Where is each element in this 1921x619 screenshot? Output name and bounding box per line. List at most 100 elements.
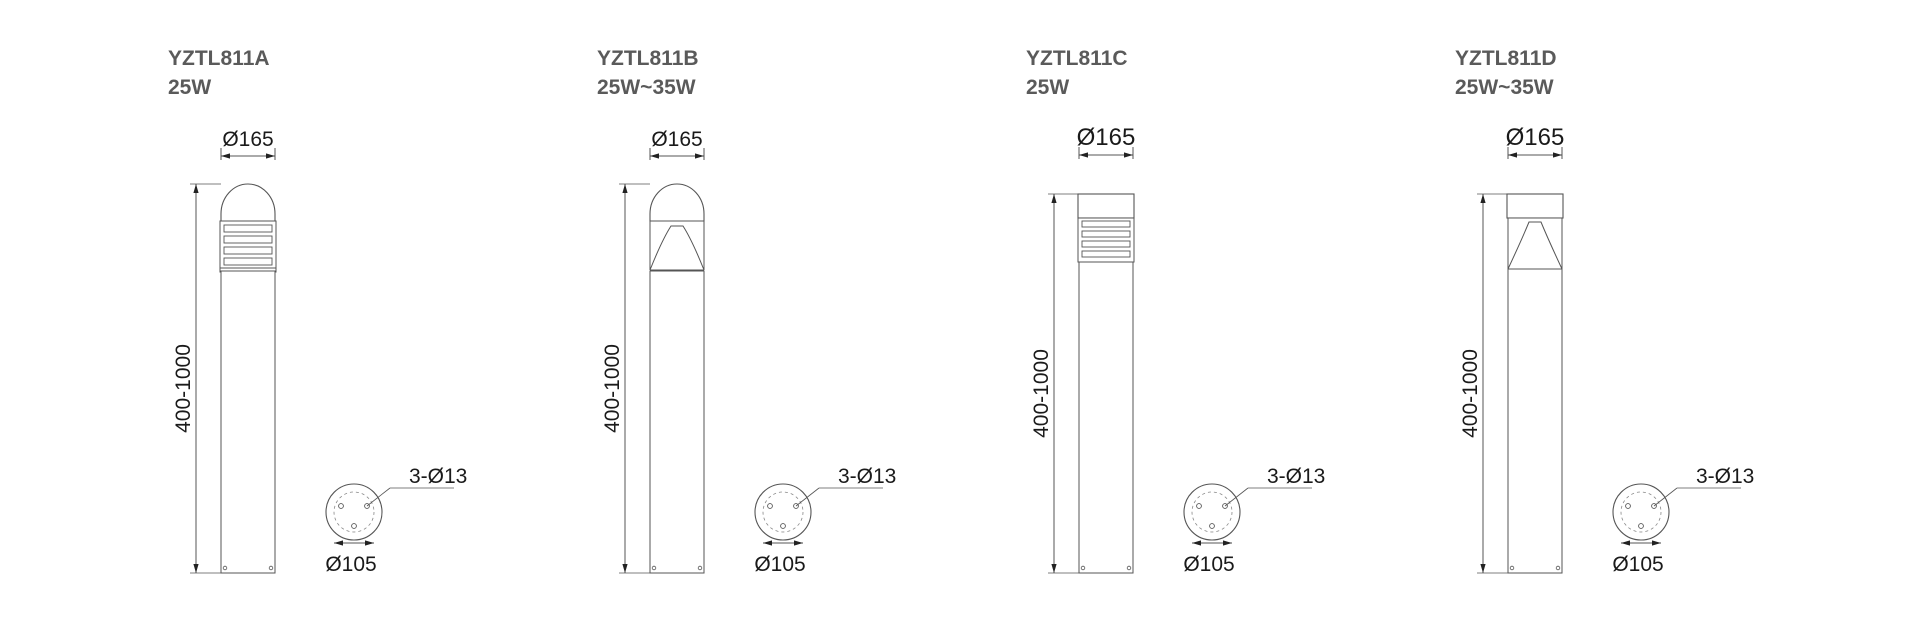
base-diameter-label: Ø105 (325, 553, 376, 576)
louver-slat (223, 257, 273, 266)
bolt-hole (351, 523, 357, 529)
base-screw (268, 565, 274, 571)
base-diameter-label: Ø105 (754, 553, 805, 576)
top-diameter-label: Ø165 (222, 128, 273, 151)
power-rating: 25W~35W (1455, 76, 1554, 99)
arrowhead (1553, 152, 1562, 158)
bolt-hole-label: 3-Ø13 (1696, 465, 1754, 488)
base-screw (1509, 565, 1515, 571)
bolt-circle (1191, 491, 1233, 533)
bolt-hole-label: 3-Ø13 (409, 465, 467, 488)
model-name: YZTL811B (597, 47, 699, 70)
leader-line (795, 487, 820, 507)
dome-cap (220, 183, 276, 222)
bolt-hole (780, 523, 786, 529)
arrowhead (1192, 540, 1201, 546)
arrowhead (1480, 564, 1486, 573)
bolt-hole (1196, 503, 1202, 509)
power-rating: 25W~35W (597, 76, 696, 99)
bolt-hole-label: 3-Ø13 (838, 465, 896, 488)
flared-diffuser (649, 220, 705, 271)
arrowhead (622, 184, 628, 193)
bolt-circle (1620, 491, 1662, 533)
arrowhead (1652, 540, 1661, 546)
product-title: YZTL811A 25W (168, 44, 270, 102)
flared-diffuser (1507, 217, 1563, 270)
top-diameter-label: Ø165 (1077, 124, 1136, 151)
base-screw (1555, 565, 1561, 571)
arrowhead (650, 153, 659, 159)
louver-slat (1081, 250, 1131, 258)
louver-slat (223, 224, 273, 233)
arrowhead (266, 153, 275, 159)
arrowhead (1051, 564, 1057, 573)
dome-cap (649, 183, 705, 222)
flat-cap (1077, 193, 1135, 219)
arrowhead (763, 540, 772, 546)
bolt-hole (767, 503, 773, 509)
leader-line (1653, 487, 1678, 507)
arrowhead (365, 540, 374, 546)
model-name: YZTL811D (1455, 47, 1557, 70)
louver-slat (223, 246, 273, 255)
base-diameter-label: Ø105 (1183, 553, 1234, 576)
base-diameter-label: Ø105 (1612, 553, 1663, 576)
bolt-circle (762, 491, 804, 533)
flat-cap (1506, 193, 1564, 219)
louver-slat (1081, 220, 1131, 228)
arrowhead (1051, 194, 1057, 203)
base-screw (1126, 565, 1132, 571)
bolt-hole (1638, 523, 1644, 529)
arrowhead (1223, 540, 1232, 546)
height-label: 400-1000 (172, 344, 195, 433)
louver-slat (1081, 240, 1131, 248)
height-label: 400-1000 (601, 344, 624, 433)
arrowhead (1621, 540, 1630, 546)
bolt-hole (1625, 503, 1631, 509)
product-title: YZTL811B 25W~35W (597, 44, 699, 102)
arrowhead (1079, 152, 1088, 158)
power-rating: 25W (1026, 76, 1070, 99)
pole-body (1078, 261, 1134, 574)
arrowhead (1480, 194, 1486, 203)
arrowhead (221, 153, 230, 159)
pole-body (1507, 268, 1563, 574)
arrowhead (334, 540, 343, 546)
top-diameter-label: Ø165 (651, 128, 702, 151)
leader-line (1224, 487, 1249, 507)
bolt-circle (333, 491, 375, 533)
arrowhead (1124, 152, 1133, 158)
arrowhead (1508, 152, 1517, 158)
model-name: YZTL811C (1026, 47, 1128, 70)
product-title: YZTL811C 25W (1026, 44, 1128, 102)
pole-body (649, 270, 705, 574)
arrowhead (622, 564, 628, 573)
bolt-hole (1209, 523, 1215, 529)
bolt-hole (338, 503, 344, 509)
top-diameter-label: Ø165 (1506, 124, 1565, 151)
model-name: YZTL811A (168, 47, 270, 70)
leader-line (366, 487, 391, 507)
base-screw (222, 565, 228, 571)
base-screw (1080, 565, 1086, 571)
product-title: YZTL811D 25W~35W (1455, 44, 1557, 102)
base-screw (651, 565, 657, 571)
base-screw (697, 565, 703, 571)
height-label: 400-1000 (1459, 349, 1482, 438)
arrowhead (193, 184, 199, 193)
louver-slat (1081, 230, 1131, 238)
power-rating: 25W (168, 76, 212, 99)
arrowhead (193, 564, 199, 573)
height-label: 400-1000 (1030, 349, 1053, 438)
bolt-hole-label: 3-Ø13 (1267, 465, 1325, 488)
arrowhead (794, 540, 803, 546)
louver-slat (223, 235, 273, 244)
